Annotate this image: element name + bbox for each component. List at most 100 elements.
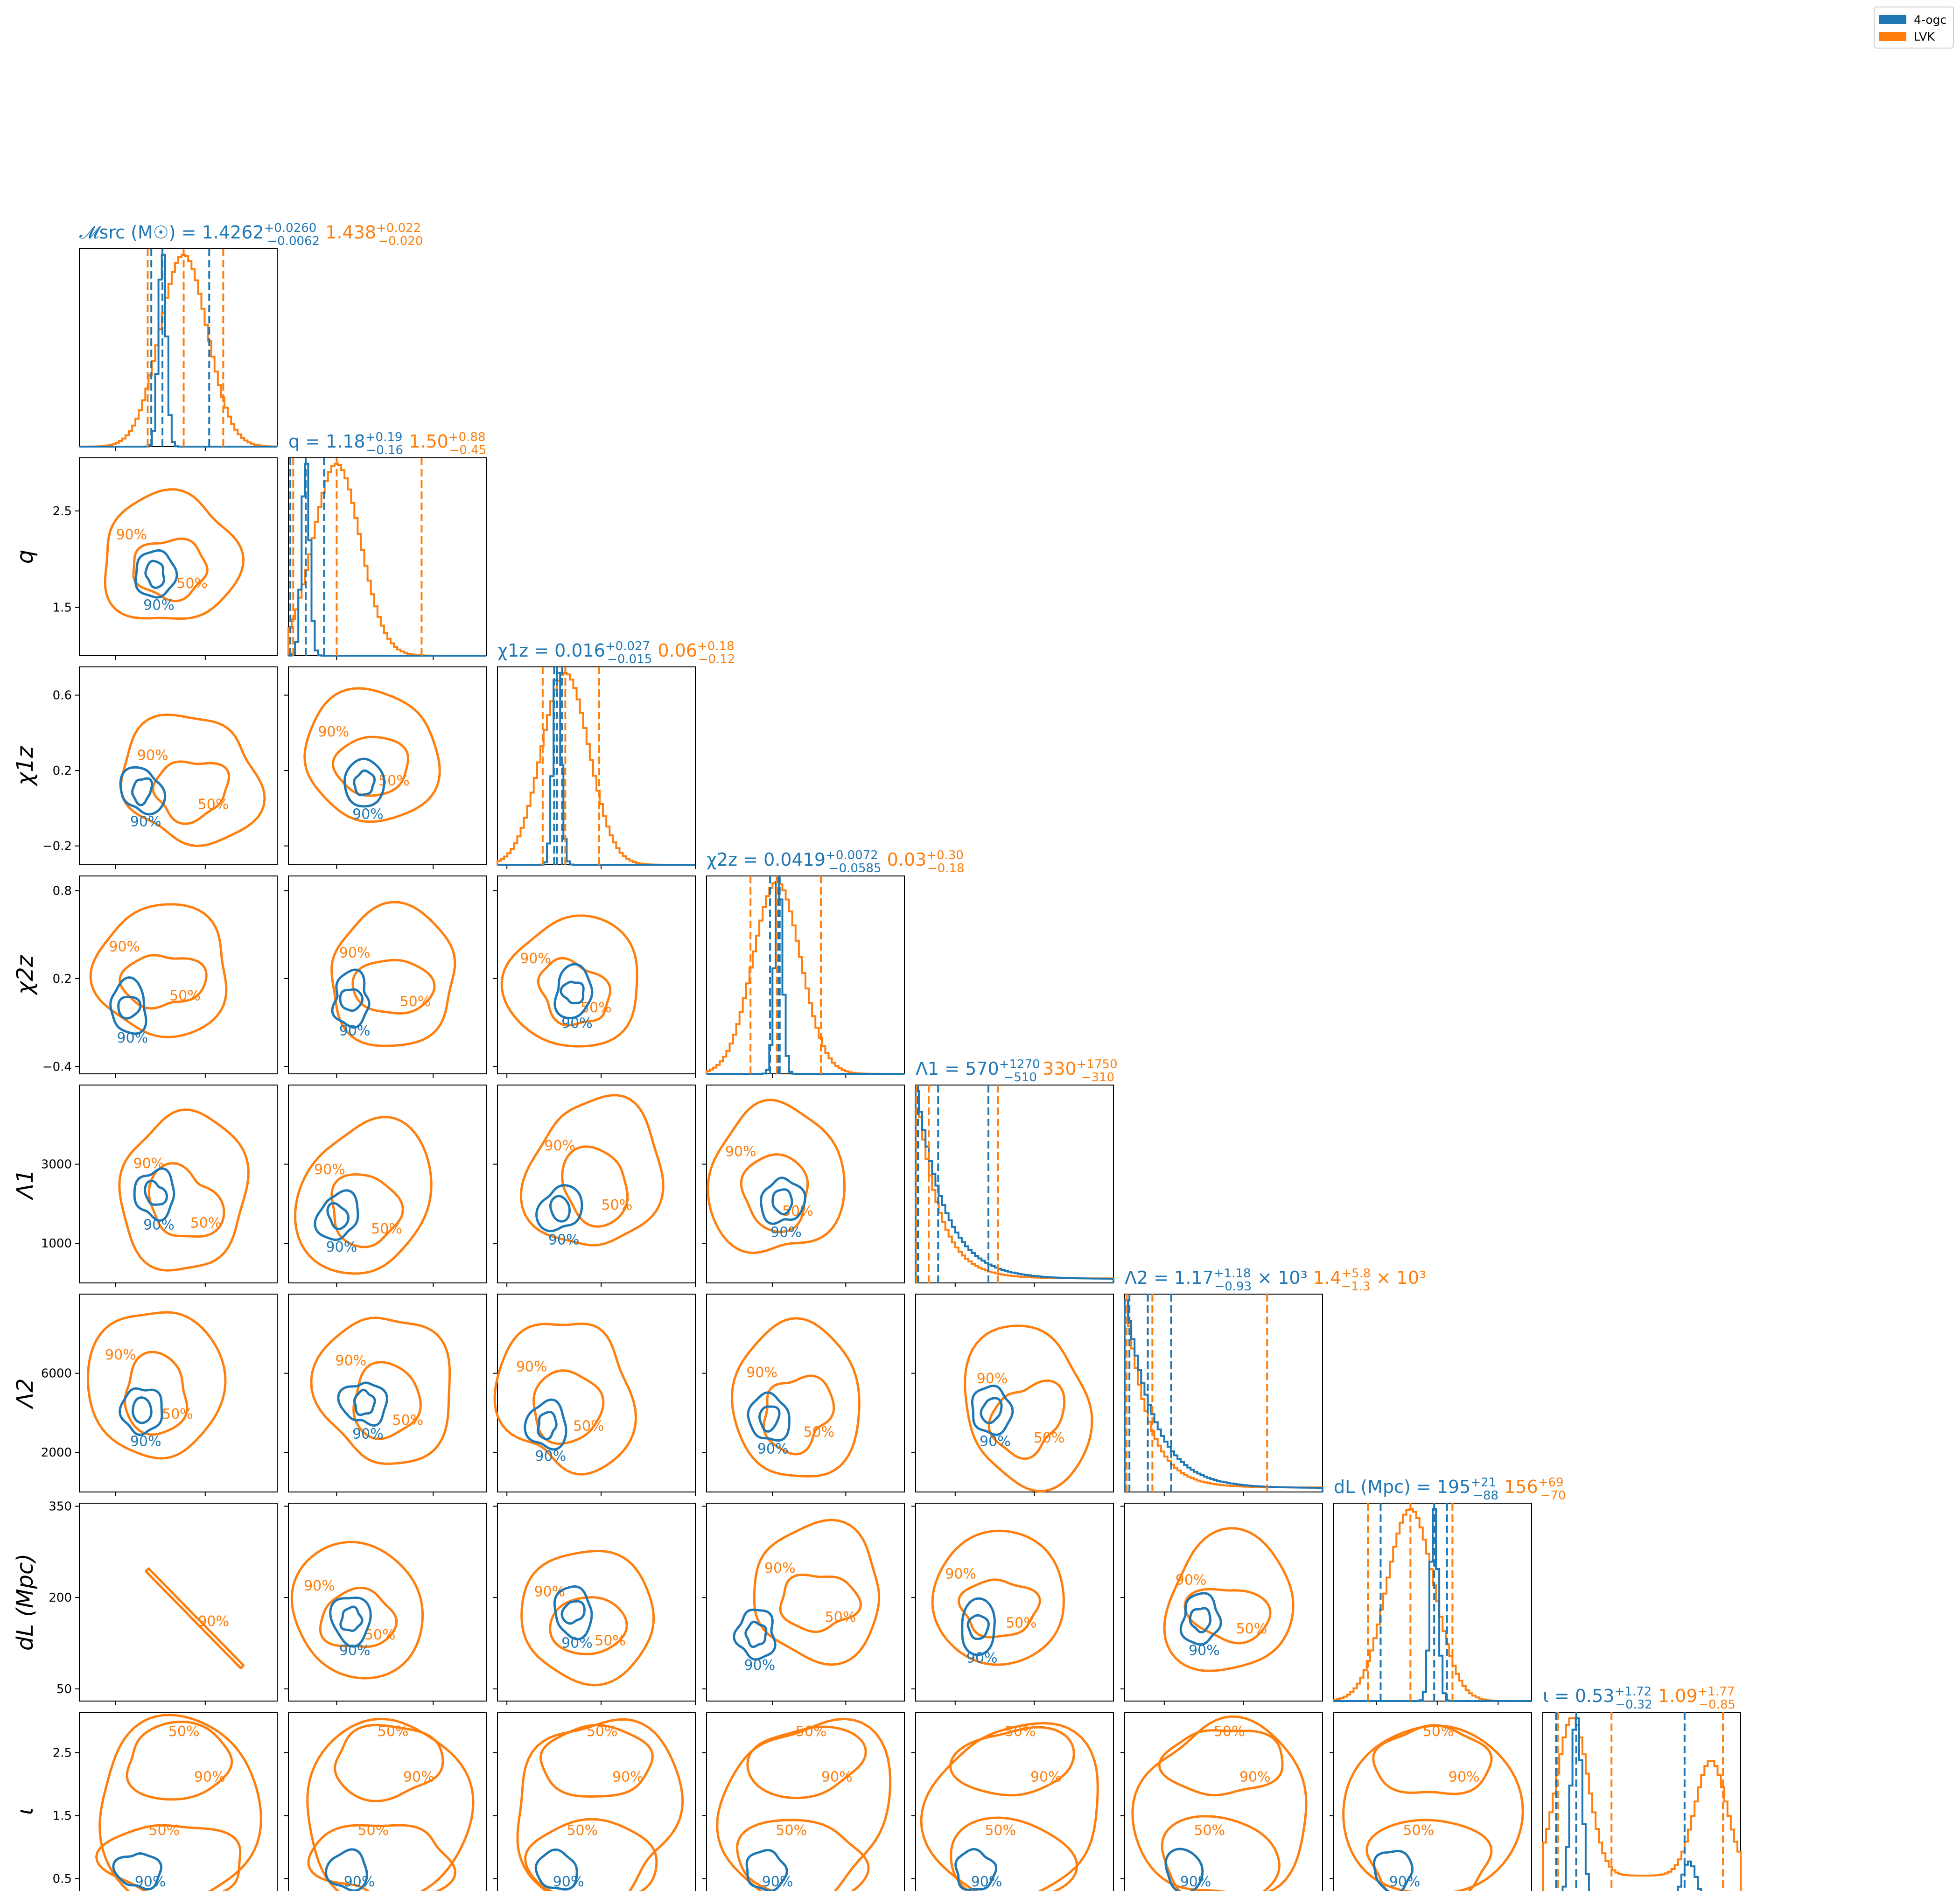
contour-4-ogc (339, 1605, 364, 1632)
panel-frame (288, 1712, 487, 1891)
legend-swatch-4-ogc (1879, 15, 1906, 24)
panel-chi2z-lambda1: 90%50%90% (702, 1085, 905, 1287)
panel-q-chi1z: 90%50%90% (284, 666, 487, 869)
contour-label: 50% (176, 575, 208, 592)
panel-mchirp-q: 90%50%90% (75, 457, 278, 660)
panel-frame (288, 457, 487, 656)
contour-label: 90% (977, 1371, 1008, 1387)
contour-label: 50% (602, 1197, 633, 1213)
contour-label: 50% (985, 1822, 1016, 1839)
histogram-lvk (1124, 1299, 1323, 1492)
panel-frame (79, 457, 278, 656)
contour-lvk (144, 1567, 245, 1670)
contour-lvk (1163, 1527, 1295, 1672)
contour-lvk (532, 1369, 605, 1445)
contour-4-ogc (745, 1849, 788, 1891)
panel-frame (288, 1085, 487, 1283)
panel-frame (1124, 1712, 1323, 1891)
contour-lvk (351, 959, 436, 1015)
contour-4-ogc (553, 963, 594, 1020)
contour-lvk (332, 735, 409, 797)
contour-label: 50% (190, 1215, 222, 1231)
contour-lvk (307, 1824, 457, 1891)
contour-lvk (1131, 1715, 1308, 1891)
panel-frame (288, 1294, 487, 1492)
legend-label-4-ogc: 4-ogc (1914, 13, 1947, 27)
panel-frame (288, 1503, 487, 1702)
contour-lvk (294, 1116, 433, 1275)
contour-4-ogc (353, 769, 376, 797)
panel-chi1z-chi1z: χ1z = 0.016+0.027−0.015 0.06+0.18−0.12 (497, 639, 735, 869)
contour-lvk (753, 1519, 881, 1666)
panel-lambda1-dl: 90%50%90% (911, 1503, 1114, 1705)
contour-label: 90% (198, 1613, 229, 1630)
histogram-4-ogc (915, 1090, 1114, 1283)
contour-lvk (119, 954, 208, 1010)
panel-frame (915, 1294, 1114, 1492)
contour-label: 90% (770, 1224, 802, 1240)
panel-chi2z-dl: 90%50%90% (702, 1503, 905, 1705)
contour-label: 90% (137, 748, 168, 764)
histogram-4-ogc (707, 881, 904, 1075)
contour-4-ogc (966, 1614, 990, 1640)
y-axis-label-lambda1: Λ1 (12, 1169, 38, 1200)
contour-label: 90% (561, 1635, 593, 1652)
title-dl: dL (Mpc) = 195+21−88 156+69−70 (1334, 1476, 1566, 1503)
contour-4-ogc (353, 1388, 376, 1416)
contour-label: 90% (612, 1769, 644, 1785)
contour-4-ogc (343, 757, 385, 808)
panel-frame (706, 1712, 905, 1891)
contour-lvk (306, 1717, 475, 1891)
panel-frame (79, 666, 278, 865)
histogram-lvk (706, 881, 904, 1075)
panel-frame (79, 1294, 278, 1492)
contour-lvk (958, 1578, 1041, 1639)
contour-label: 90% (105, 1347, 136, 1363)
panel-frame (79, 248, 278, 447)
contour-lvk (124, 1351, 189, 1436)
contour-4-ogc (771, 1188, 793, 1216)
contour-label: 90% (764, 1560, 796, 1576)
panel-frame (497, 1294, 696, 1492)
contour-label: 90% (945, 1566, 976, 1583)
contour-label: 50% (378, 1723, 409, 1740)
y-tick-label: 2000 (41, 1446, 72, 1460)
y-tick-label: −0.2 (42, 840, 72, 854)
panel-q-iota: 90%50%50%90% (284, 1712, 487, 1891)
contour-4-ogc (1179, 1592, 1222, 1646)
contour-label: 90% (544, 1138, 575, 1154)
y-tick-label: 2.5 (53, 1746, 72, 1760)
contour-label: 50% (392, 1412, 424, 1429)
contour-lvk (920, 1722, 1099, 1891)
contour-lvk (126, 1720, 233, 1801)
contour-label: 90% (548, 1232, 580, 1248)
panel-q-lambda2: 90%50%90% (284, 1294, 487, 1496)
panel-mchirp-chi1z: 90%50%90% (75, 666, 278, 869)
contour-label: 50% (364, 1627, 396, 1643)
contour-4-ogc (109, 976, 147, 1035)
contour-lvk (319, 1586, 398, 1648)
contour-label: 90% (117, 1030, 148, 1046)
contour-4-ogc (760, 1177, 806, 1225)
contour-4-ogc (329, 1597, 372, 1648)
panel-frame (1333, 1712, 1532, 1891)
panel-q-q: q = 1.18+0.19−0.16 1.50+0.88−0.45 (287, 430, 487, 660)
title-chi2z: χ2z = 0.0419+0.0072−0.0585 0.03+0.30−0.1… (707, 848, 965, 875)
contour-lvk (549, 1596, 628, 1655)
histogram-lvk (79, 253, 278, 448)
panel-frame (1542, 1712, 1741, 1891)
contour-lvk (731, 1317, 861, 1478)
contour-lvk (763, 1374, 835, 1456)
contour-label: 90% (1189, 1642, 1220, 1659)
panel-lambda2-dl: 90%50%90% (1120, 1503, 1323, 1705)
contour-label: 90% (326, 1239, 357, 1255)
contour-lvk (1158, 1729, 1284, 1797)
panel-frame (497, 875, 696, 1074)
contour-4-ogc (1189, 1607, 1212, 1634)
contour-label: 90% (535, 1448, 567, 1464)
panel-dl-iota: 90%50%50%90% (1330, 1712, 1532, 1891)
title-lambda1: Λ1 = 570+1270−510 330+1750−310 (916, 1058, 1118, 1085)
contour-label: 90% (971, 1874, 1002, 1890)
contour-lvk (98, 1714, 262, 1891)
contour-4-ogc (954, 1848, 998, 1891)
